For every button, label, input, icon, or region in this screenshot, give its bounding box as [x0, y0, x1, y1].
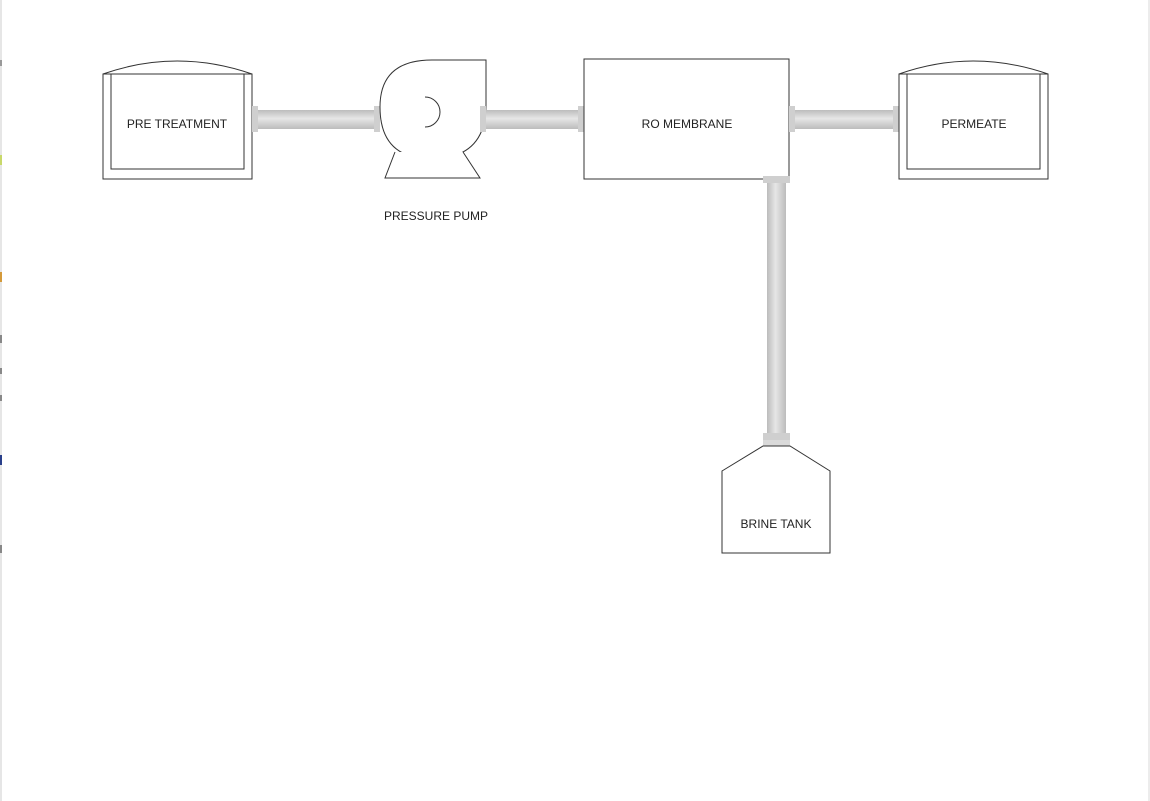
pipe-flange [480, 106, 486, 132]
pipe-membrane-to-brine [763, 176, 790, 446]
pipe-flange [578, 106, 584, 132]
tank-inner-wall [906, 73, 1041, 170]
pipe-membrane-to-permeate [789, 106, 899, 132]
ro-membrane: RO MEMBRANE [583, 58, 790, 180]
edge-tick [0, 368, 2, 374]
permeate-tank: PERMEATE [898, 60, 1049, 180]
pipe-flange [763, 440, 790, 446]
permeate-label: PERMEATE [941, 117, 1006, 131]
pipe-segment [480, 110, 584, 129]
tank-outer-wall [102, 73, 253, 180]
pipe-flange [252, 106, 258, 132]
pipe-pump-to-membrane [480, 106, 584, 132]
pipe-flange [374, 106, 380, 132]
pipe-flange [789, 106, 795, 132]
pump-base [384, 151, 481, 179]
brine-tank-label: BRINE TANK [741, 517, 812, 531]
pipe-segment [252, 110, 380, 129]
membrane-housing [583, 58, 790, 180]
pump-casing [379, 59, 487, 160]
brine-tank: BRINE TANK [721, 445, 831, 554]
pipe-flange [763, 433, 790, 440]
right-edge-rule [1148, 0, 1150, 801]
pressure-pump-label: PRESSURE PUMP [384, 209, 488, 223]
edge-tick [0, 155, 2, 165]
edge-tick [0, 395, 2, 401]
pump-impeller-icon [424, 96, 441, 128]
edge-tick [0, 455, 2, 465]
tank-dome [898, 60, 1049, 75]
tank-inner-wall [110, 73, 245, 170]
edge-tick [0, 545, 2, 553]
pre-treatment-tank: PRE TREATMENT [102, 60, 253, 180]
brine-tank-body [721, 445, 831, 554]
pipe-segment [767, 179, 786, 437]
pre-treatment-label: PRE TREATMENT [127, 117, 228, 131]
ro-membrane-label: RO MEMBRANE [642, 117, 733, 131]
edge-tick [0, 60, 2, 66]
edge-tick [0, 335, 2, 343]
pipe-flange [763, 176, 790, 183]
tank-dome [102, 60, 253, 75]
pressure-pump: PRESSURE PUMP [379, 59, 488, 223]
tank-outer-wall [898, 73, 1049, 180]
pipe-flange [893, 106, 899, 132]
pipe-pretreatment-to-pump [252, 106, 380, 132]
pipe-segment [789, 110, 899, 129]
edge-tick [0, 272, 2, 282]
